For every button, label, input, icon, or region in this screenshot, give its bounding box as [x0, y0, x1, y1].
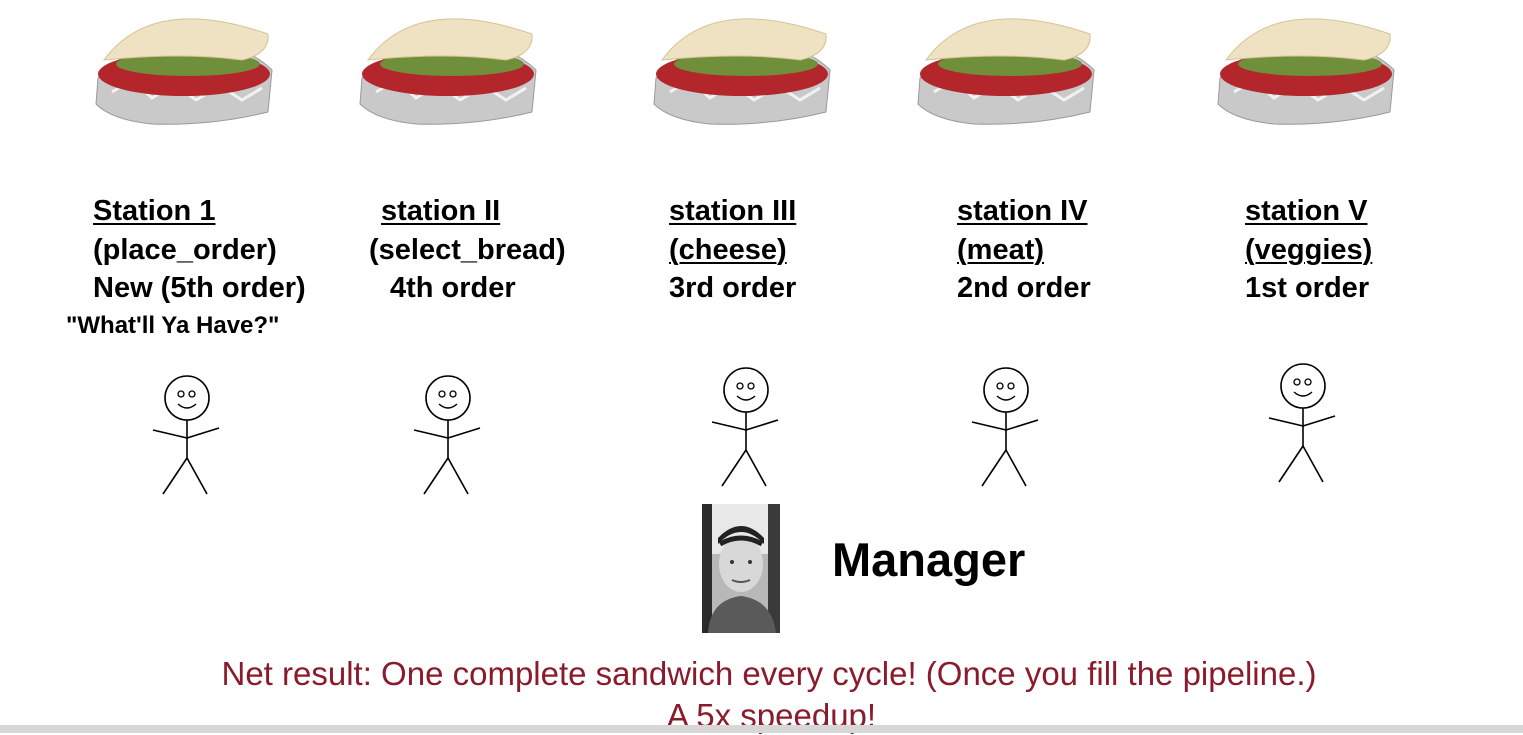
- station-4: station IV (meat) 2nd order: [957, 192, 1091, 308]
- greeting-text: "What'll Ya Have?": [66, 312, 280, 339]
- sandwich-image-2: [356, 0, 540, 128]
- sandwich-image-4: [914, 0, 1098, 128]
- station-title: station II: [381, 195, 501, 227]
- net-result-line-1: Net result: One complete sandwich every …: [221, 655, 1317, 692]
- horizontal-scrollbar[interactable]: [0, 725, 1523, 733]
- station-task: (place_order): [93, 233, 277, 266]
- stick-figure-icon-2: [411, 375, 483, 502]
- station-order: 1st order: [1245, 272, 1370, 304]
- manager-photo: [702, 504, 780, 633]
- sandwich-image-1: [92, 0, 276, 128]
- station-title: Station 1: [93, 195, 216, 227]
- station-order: 3rd order: [669, 272, 797, 304]
- manager-label: Manager: [832, 533, 1026, 586]
- station-order: 2nd order: [957, 272, 1091, 304]
- station-task: (cheese): [669, 233, 787, 266]
- station-3: station III (cheese) 3rd order: [669, 192, 796, 308]
- station-order: New (5th order): [93, 272, 306, 304]
- station-task: (select_bread): [369, 233, 566, 266]
- stick-figure-icon-5: [1266, 363, 1338, 490]
- station-5: station V (veggies) 1st order: [1245, 192, 1372, 308]
- station-title: station III: [669, 195, 797, 227]
- station-title: station V: [1245, 195, 1368, 227]
- sandwich-image-5: [1214, 0, 1398, 128]
- sandwich-image-3: [650, 0, 834, 128]
- station-title: station IV: [957, 195, 1088, 227]
- station-task: (veggies): [1245, 233, 1373, 266]
- station-order: 4th order: [390, 272, 516, 304]
- stick-figure-icon-4: [969, 367, 1041, 494]
- stick-figure-icon-3: [709, 367, 781, 494]
- station-task: (meat): [957, 233, 1045, 266]
- stick-figure-icon-1: [150, 375, 222, 502]
- station-2: station II (select_bread) 4th order: [369, 192, 566, 308]
- station-1: Station 1 (place_order) New (5th order): [93, 192, 306, 308]
